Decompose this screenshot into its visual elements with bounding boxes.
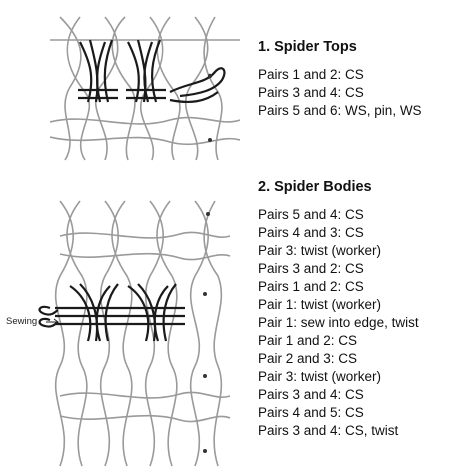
step-item: Pairs 4 and 5: CS: [258, 405, 364, 420]
background-threads: [54, 200, 231, 467]
step-item: Pairs 3 and 4: CS, twist: [258, 423, 399, 438]
spider-bodies-diagram: [38, 200, 231, 467]
step-item: Pairs 4 and 3: CS: [258, 225, 364, 240]
step-item: Pair 3: twist (worker): [258, 243, 382, 258]
step-item: Pair 1: twist (worker): [258, 297, 382, 312]
step-item: Pairs 5 and 6: WS, pin, WS: [258, 103, 422, 118]
sewing-label: Sewing: [6, 316, 38, 327]
step-item: Pair 3: twist (worker): [258, 369, 382, 384]
step-item: Pairs 3 and 2: CS: [258, 261, 364, 276]
edge-pin-section: [169, 67, 226, 142]
sewing-arrow-icon: [46, 318, 59, 326]
section-title: 1. Spider Tops: [258, 39, 357, 55]
step-item: Pair 1 and 2: CS: [258, 333, 358, 348]
step-item: Pairs 1 and 2: CS: [258, 279, 364, 294]
edge-pins: [203, 212, 210, 453]
pin-marker-lower: [208, 138, 212, 142]
pin-marker: [207, 73, 213, 79]
spider-top-1: [78, 39, 118, 103]
step-item: Pairs 1 and 2: CS: [258, 67, 364, 82]
spider-top-2: [126, 39, 166, 103]
step-item: Pairs 5 and 4: CS: [258, 207, 364, 222]
spider-tops-diagram: [50, 16, 240, 161]
step-item: Pairs 3 and 4: CS: [258, 387, 364, 402]
step-item: Pair 1: sew into edge, twist: [258, 315, 419, 330]
spider-bodies-section: 2. Spider Bodies Pairs 5 and 4: CS Pairs…: [258, 178, 419, 440]
spider-body-1: [55, 283, 125, 342]
step-item: Pair 2 and 3: CS: [258, 351, 358, 366]
step-item: Pairs 3 and 4: CS: [258, 85, 364, 100]
spider-tops-section: 1. Spider Tops Pairs 1 and 2: CS Pairs 3…: [258, 38, 422, 120]
spider-body-2: [125, 283, 185, 342]
step-list: Pairs 5 and 4: CS Pairs 4 and 3: CS Pair…: [258, 206, 419, 440]
pin-marker: [203, 374, 207, 378]
pin-marker: [203, 292, 207, 296]
pin-marker: [206, 212, 210, 216]
pin-marker: [203, 449, 207, 453]
section-title: 2. Spider Bodies: [258, 179, 372, 195]
step-list: Pairs 1 and 2: CS Pairs 3 and 4: CS Pair…: [258, 66, 422, 120]
